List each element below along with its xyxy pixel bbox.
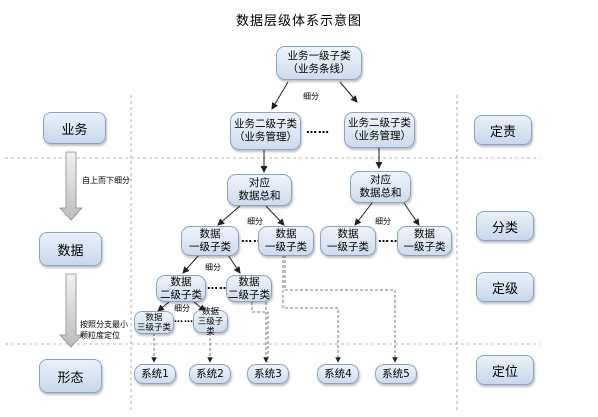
node-text: 数据 — [145, 312, 163, 323]
annotation-subdivide: 细分 — [303, 92, 319, 101]
node-text: 二级子类 — [160, 288, 202, 301]
annotation-line: 按照分支最小 — [80, 320, 128, 329]
dashed-connector — [251, 302, 269, 362]
annotation-subdivide: 细分 — [174, 304, 190, 313]
node-text: 对应 — [370, 174, 391, 186]
down-arrow-icon — [59, 273, 83, 348]
node-text: 数据总和 — [238, 190, 281, 202]
ellipsis: …… — [174, 315, 194, 325]
node-text: 一级子类 — [403, 241, 446, 253]
node-data-total: 对应 数据总和 — [227, 174, 292, 206]
node-business-l2: 业务二级子类 （业务管理） — [230, 112, 301, 150]
right-label-classify: 分类 — [476, 211, 534, 241]
node-data-l3: 数据 三级子类 — [134, 311, 174, 334]
node-system: 系统3 — [247, 364, 289, 384]
connector-arrow — [217, 205, 241, 226]
node-data-l2: 数据 二级子类 — [156, 275, 206, 302]
annotation-subdivide: 细分 — [247, 217, 263, 226]
node-text: 数据 — [414, 228, 435, 240]
node-business-l1: 业务一级子类 （业务条线） — [276, 46, 362, 80]
node-text: （业务管理） — [234, 131, 297, 143]
node-text: 一级子类 — [327, 241, 369, 253]
node-text: 数据 — [199, 228, 221, 240]
dashed-connector — [284, 255, 398, 363]
node-text: 三级子类 — [136, 322, 171, 333]
node-system: 系统1 — [134, 364, 176, 384]
node-text: 一级子类 — [189, 241, 231, 253]
annotation-subdivide: 细分 — [205, 263, 221, 272]
connector-arrow — [193, 301, 206, 312]
connector-arrow — [403, 202, 420, 226]
dashed-connector — [282, 255, 341, 363]
annotation-top-down: 自上而下细分 — [82, 176, 130, 185]
node-data-l1: 数据 一级子类 — [258, 226, 314, 256]
right-label-grade: 定级 — [476, 272, 534, 302]
connector-arrow — [339, 81, 358, 103]
node-text: 数据 — [201, 306, 219, 317]
node-text: （业务条线） — [287, 63, 351, 75]
node-text: （业务管理） — [348, 130, 411, 142]
node-text: 三级子类 — [197, 316, 224, 337]
node-text: 业务二级子类 — [234, 118, 297, 130]
ellipsis: …… — [306, 123, 330, 136]
node-data-l1: 数据 一级子类 — [397, 226, 452, 256]
right-label-responsibility: 定责 — [474, 115, 532, 145]
right-label-locate: 定位 — [476, 355, 534, 385]
connector-arrow — [265, 205, 285, 226]
connector-arrow — [157, 301, 170, 312]
node-text: 一级子类 — [265, 241, 307, 253]
node-text: 业务二级子类 — [348, 117, 411, 129]
node-text: 数据 — [337, 228, 359, 240]
ellipsis: …… — [378, 232, 402, 245]
node-data-total: 对应 数据总和 — [350, 171, 411, 203]
node-data-l3: 数据 三级子类 — [193, 306, 228, 337]
annotation-subdivide: 细分 — [375, 217, 391, 226]
node-system: 系统2 — [189, 364, 231, 384]
node-text: 对应 — [249, 177, 270, 189]
node-system: 系统4 — [317, 364, 359, 384]
left-label-business: 业务 — [43, 112, 106, 144]
node-system: 系统5 — [375, 364, 417, 384]
node-data-l1: 数据 一级子类 — [181, 226, 239, 256]
annotation-line: 颗粒度定位 — [80, 331, 120, 340]
left-label-data: 数据 — [39, 232, 102, 266]
node-text: 数据 — [238, 275, 260, 288]
node-data-l1: 数据 一级子类 — [320, 226, 376, 256]
annotation-min-granularity: 按照分支最小 颗粒度定位 — [80, 319, 128, 341]
connector-arrow — [271, 81, 289, 110]
connector-arrow — [227, 254, 241, 274]
node-text: 二级子类 — [228, 288, 270, 301]
node-text: 数据总和 — [359, 187, 402, 199]
node-data-l2: 数据 二级子类 — [226, 275, 272, 302]
down-arrow-icon — [59, 151, 83, 221]
node-text: 数据 — [170, 275, 192, 288]
connector-arrow — [182, 254, 200, 274]
connector-arrow — [354, 202, 373, 226]
node-text: 业务一级子类 — [287, 50, 351, 62]
node-text: 数据 — [275, 228, 297, 240]
ellipsis: …… — [207, 279, 231, 292]
diagram-title: 数据层级体系示意图 — [235, 14, 362, 29]
left-label-form: 形态 — [39, 359, 102, 393]
node-business-l2: 业务二级子类 （业务管理） — [344, 112, 415, 148]
